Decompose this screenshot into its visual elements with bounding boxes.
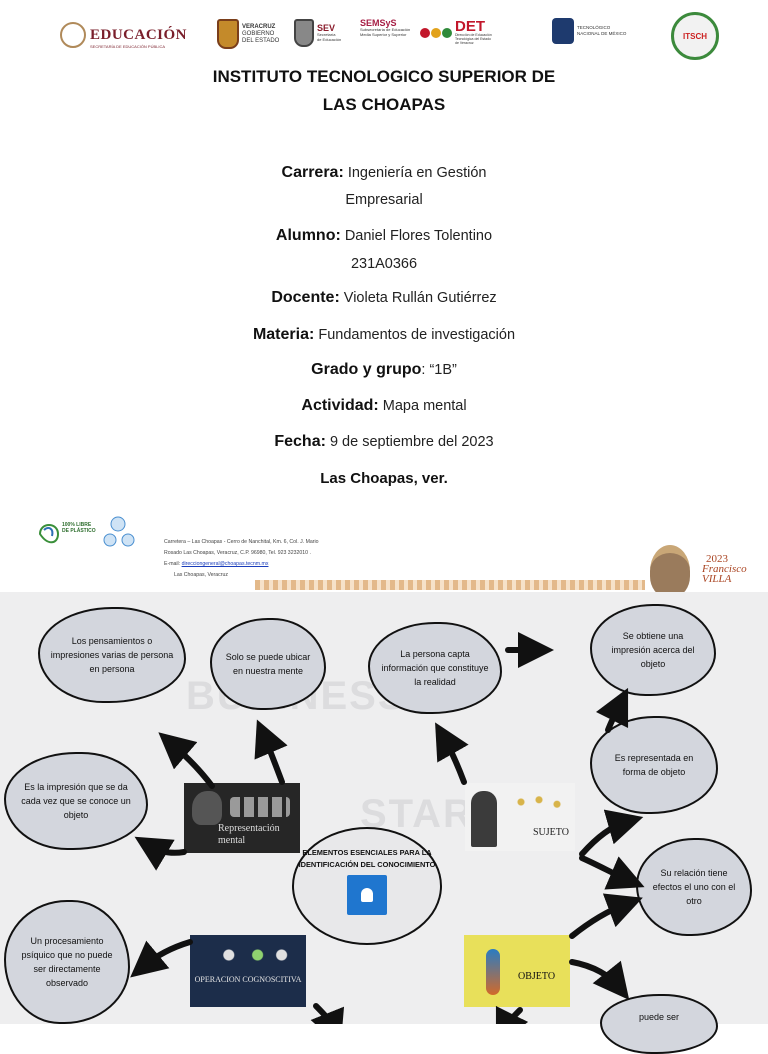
thinking-heads-icon <box>200 943 296 967</box>
email-line: E-mail: direcciongeneral@choapas.tecnm.m… <box>164 561 269 567</box>
footer-address: Carretera – Las Choapas - Cerro de Nanch… <box>164 537 394 581</box>
cloud-impresion: Es la impresión que se da cada vez que s… <box>4 752 148 850</box>
alumno-label: Alumno: <box>275 227 341 244</box>
knowledge-person-icon <box>347 875 387 915</box>
materia-label: Materia: <box>252 326 315 343</box>
tecnm-logo: TECNOLÓGICO NACIONAL DE MÉXICO <box>552 18 626 44</box>
cloud-procesamiento: Un procesamiento psíquico que no puede s… <box>4 900 130 1024</box>
matricula: 231A0366 <box>350 256 418 272</box>
educacion-logo-subtext: SECRETARÍA DE EDUCACIÓN PÚBLICA <box>90 44 166 49</box>
institute-seal-logo: ITSCH <box>671 12 719 60</box>
center-title: ELEMENTOS ESENCIALES PARA LA IDENTIFICAC… <box>298 848 436 869</box>
tecnm-gear-icon <box>552 18 574 44</box>
cloud-obtiene: Se obtiene una impresión acerca del obje… <box>590 604 716 696</box>
plastic-free-badge: 100% LIBRE DE PLÁSTICO <box>36 516 146 550</box>
cloud-pensamientos: Los pensamientos o impresiones varias de… <box>38 607 186 703</box>
node-objeto-label: OBJETO <box>518 971 556 982</box>
materia-field: Materia: Fundamentos de investigación <box>150 326 618 344</box>
node-sujeto-label: SUJETO <box>533 827 569 838</box>
puzzle-pieces-icon <box>230 797 290 817</box>
docente-value: Violeta Rullán Gutiérrez <box>343 290 497 306</box>
grado-value: : “1B” <box>421 362 457 378</box>
plastic-free-text: 100% LIBRE DE PLÁSTICO <box>62 522 96 534</box>
address-line1: Carretera – Las Choapas - Cerro de Nanch… <box>164 539 319 545</box>
det-logo: DET Dirección de Educación Tecnológica d… <box>420 18 492 45</box>
kingfisher-bird-icon <box>486 949 500 995</box>
docente-label: Docente: <box>271 289 340 306</box>
carrera-value-line2: Empresarial <box>345 192 423 208</box>
grado-label: Grado y grupo <box>311 361 422 378</box>
cloud-puede: puede ser <box>600 994 718 1054</box>
decorative-ribbon <box>255 580 645 590</box>
alumno-field: Alumno: Daniel Flores Tolentino <box>150 227 618 245</box>
veracruz-shield-icon <box>217 19 239 49</box>
carrera-field: Carrera: Ingeniería en Gestión <box>150 164 618 182</box>
carrera-label: Carrera: <box>281 164 344 181</box>
cloud-capta: La persona capta información que constit… <box>368 622 502 714</box>
address-line2: Rosado Las Choapas, Veracruz, C.P. 96980… <box>164 550 311 556</box>
det-flowers-icon <box>420 27 452 38</box>
institute-title-line2: LAS CHOAPAS <box>322 95 446 114</box>
sev-shield-icon <box>294 19 314 47</box>
sev-logo: SEV Secretaría de Educación <box>294 19 341 47</box>
email-link[interactable]: direcciongeneral@choapas.tecnm.mx <box>181 561 269 567</box>
node-representacion-label: Representación mental <box>218 823 280 846</box>
node-operacion-label: OPERACION COGNOSCITIVA <box>194 975 302 984</box>
villa-year: 2023 <box>706 553 728 565</box>
city-line: Las Choapas, Veracruz <box>174 572 228 578</box>
lightbulbs-icon <box>509 791 569 813</box>
cloud-relacion: Su relación tiene efectos el uno con el … <box>636 838 752 936</box>
actividad-label: Actividad: <box>301 397 379 414</box>
institute-seal-icon: ITSCH <box>671 12 719 60</box>
node-sujeto: SUJETO <box>465 783 575 851</box>
actividad-field: Actividad: Mapa mental <box>150 397 618 415</box>
docente-field: Docente: Violeta Rullán Gutiérrez <box>150 289 618 307</box>
educacion-logo: EDUCACIÓN SECRETARÍA DE EDUCACIÓN PÚBLIC… <box>60 22 188 49</box>
place: Las Choapas, ver. <box>320 470 448 487</box>
node-objeto: OBJETO <box>464 935 570 1007</box>
cloud-representada: Es representada en forma de objeto <box>590 716 718 814</box>
educacion-logo-text: EDUCACIÓN <box>90 26 188 43</box>
fecha-field: Fecha: 9 de septiembre del 2023 <box>150 433 618 451</box>
actividad-value: Mapa mental <box>382 398 467 414</box>
header-logos: EDUCACIÓN SECRETARÍA DE EDUCACIÓN PÚBLIC… <box>0 0 768 64</box>
man-silhouette-icon <box>471 791 497 847</box>
node-operacion-cognoscitiva: OPERACION COGNOSCITIVA <box>190 935 306 1007</box>
institute-title-line1: INSTITUTO TECNOLOGICO SUPERIOR DE <box>212 67 556 86</box>
cloud-ubicar: Solo se puede ubicar en nuestra mente <box>210 618 326 710</box>
plastic-free-icon <box>38 516 135 547</box>
eagle-emblem-icon <box>60 22 86 48</box>
det-logo-text: DET <box>455 18 485 35</box>
head-silhouette-icon <box>192 791 222 825</box>
alumno-value: Daniel Flores Tolentino <box>344 228 493 244</box>
veracruz-logo: VERACRUZ GOBIERNO DEL ESTADO <box>217 19 279 49</box>
fecha-value: 9 de septiembre del 2023 <box>329 434 494 450</box>
semsys-logo-text: SEMSyS <box>360 18 397 28</box>
fecha-label: Fecha: <box>274 433 326 450</box>
materia-value: Fundamentos de investigación <box>318 327 516 343</box>
grado-field: Grado y grupo: “1B” <box>150 361 618 379</box>
semsys-logo: SEMSyS Subsecretaría de Educación Media … <box>360 18 411 38</box>
node-representacion-mental: Representación mental <box>184 783 300 853</box>
veracruz-logo-text: VERACRUZ GOBIERNO DEL ESTADO <box>242 23 280 44</box>
villa-portrait-icon <box>650 545 690 597</box>
sev-logo-text: SEV <box>317 22 336 33</box>
mind-map-center: ELEMENTOS ESENCIALES PARA LA IDENTIFICAC… <box>292 827 442 945</box>
carrera-value: Ingeniería en Gestión <box>347 165 487 181</box>
